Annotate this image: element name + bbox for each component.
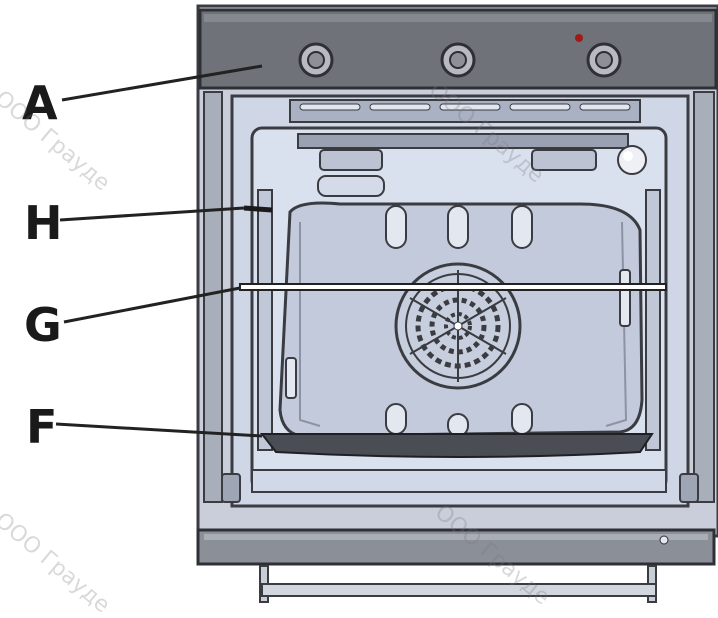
callout-h: H (24, 196, 63, 250)
door-handle (261, 583, 657, 597)
knob-icon (298, 42, 334, 78)
knob-icon (586, 42, 622, 78)
side-rails (257, 189, 661, 451)
top-grill (297, 133, 629, 149)
fan-icon (394, 262, 522, 390)
leader-line-f (55, 422, 263, 438)
baking-tray (259, 433, 654, 458)
control-panel-highlight (204, 14, 712, 22)
hinge-right (679, 473, 699, 503)
indicator-light-icon (575, 34, 583, 42)
left-frame (203, 91, 223, 503)
wire-shelf (239, 283, 667, 291)
leader-line-a (61, 64, 263, 102)
callout-a: A (22, 76, 58, 130)
hinge-left (221, 473, 241, 503)
leader-line-g (63, 286, 241, 324)
leader-line-h (59, 206, 245, 222)
callout-g: G (24, 298, 62, 352)
cavity-floor (251, 469, 667, 493)
lamp-icon (617, 145, 647, 175)
callout-f: F (26, 400, 58, 454)
rack-h (243, 205, 273, 213)
knob-icon (440, 42, 476, 78)
right-frame (693, 91, 715, 503)
